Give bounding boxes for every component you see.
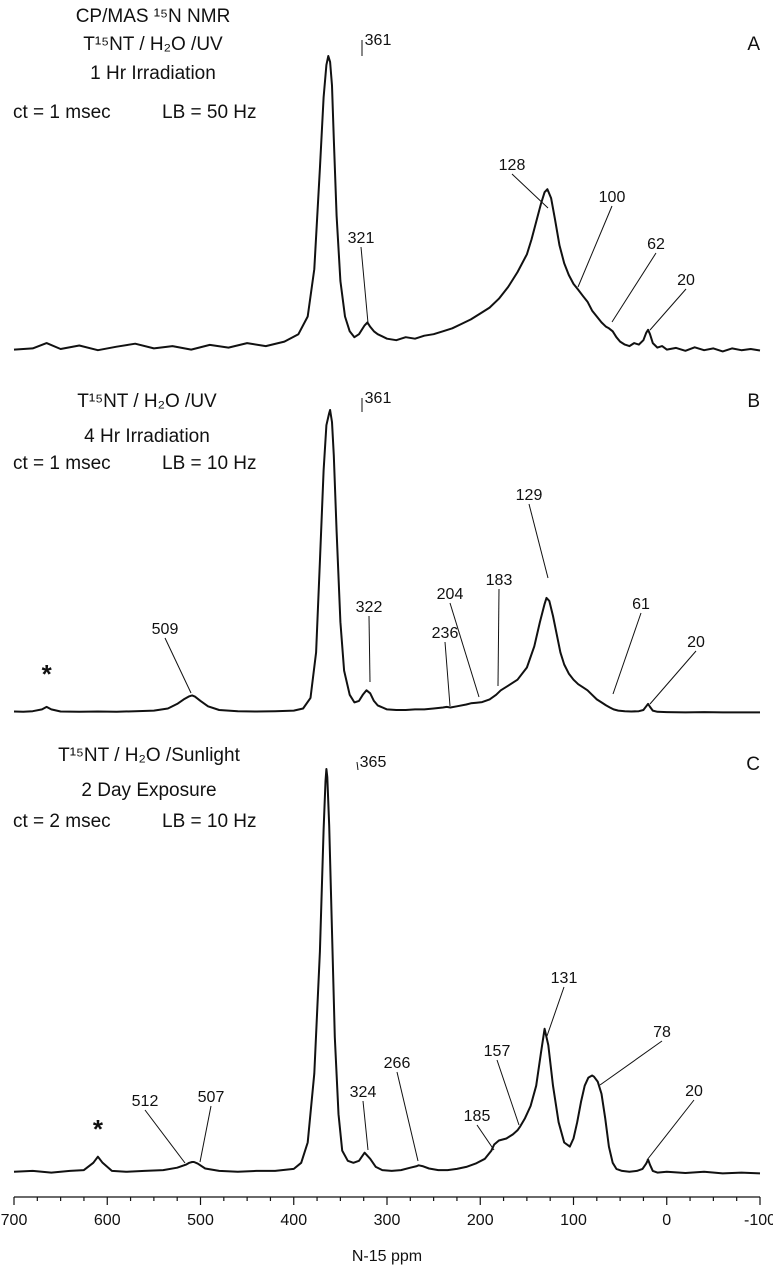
peak-label: 78	[653, 1024, 671, 1041]
x-tick-label: 400	[280, 1212, 307, 1229]
peak-label: 236	[432, 625, 459, 642]
peak-leader-line	[497, 588, 500, 687]
peak-leader-line	[599, 1040, 663, 1086]
peak-leader-line	[368, 615, 371, 683]
peak-leader-line	[611, 252, 657, 323]
spectrum-panel-b: T¹⁵NT / H₂O /UV 4 Hr Irradiation ct = 1 ms…	[13, 390, 760, 714]
x-tick-label: 0	[662, 1212, 671, 1229]
peak-label: 61	[632, 596, 650, 613]
x-tick-label: -100	[744, 1212, 773, 1229]
peak-leader-line	[577, 205, 613, 288]
panel-header-line: 4 Hr Irradiation	[84, 426, 210, 447]
spectrum-panel-c: T¹⁵NT / H₂O /Sunlight 2 Day Exposure ct = …	[13, 745, 761, 1175]
line-broadening: LB = 10 Hz	[162, 811, 257, 832]
peak-leader-line	[496, 1059, 520, 1126]
spectrum-trace-b	[13, 409, 760, 714]
peak-label: 183	[486, 572, 513, 589]
peak-leader-line	[356, 761, 359, 771]
x-tick-label: 300	[374, 1212, 401, 1229]
panel-letter: B	[747, 391, 760, 412]
peak-label: 128	[499, 157, 526, 174]
line-broadening: LB = 10 Hz	[162, 453, 257, 474]
sideband-asterisk: *	[93, 1114, 104, 1144]
peak-leader-line	[649, 650, 697, 705]
peak-leader-line	[444, 641, 451, 707]
peak-leader-line	[649, 288, 687, 331]
peak-leader-line	[546, 986, 565, 1037]
x-axis-label: N-15 ppm	[352, 1248, 422, 1265]
peak-label: 509	[152, 621, 179, 638]
acquisition-contact-time: ct = 2 msec	[13, 811, 111, 832]
peak-leader-line	[646, 1099, 695, 1161]
x-tick-label: 500	[187, 1212, 214, 1229]
acquisition-contact-time: ct = 1 msec	[13, 453, 111, 474]
panel-header-line: T¹⁵NT / H₂O /UV	[83, 34, 223, 55]
peak-leader-line	[449, 602, 480, 698]
spectrum-panel-a: CP/MAS ¹⁵N NMR T¹⁵NT / H₂O /UV 1 Hr Irradi…	[13, 6, 761, 353]
peak-leader-line	[360, 246, 369, 324]
peak-leader-line	[164, 637, 192, 694]
peak-leader-line	[144, 1109, 186, 1164]
panel-letter: A	[747, 34, 760, 55]
peak-label: 365	[360, 754, 387, 771]
peak-leader-line	[511, 173, 549, 209]
peak-leader-line	[612, 612, 642, 695]
peak-label: 20	[685, 1083, 703, 1100]
peak-label: 266	[384, 1055, 411, 1072]
peak-leader-line	[528, 503, 549, 579]
peak-label: 20	[687, 634, 705, 651]
peak-leader-line	[362, 1100, 369, 1151]
peak-label: 324	[350, 1084, 377, 1101]
spectrum-trace-c	[13, 768, 761, 1175]
peak-leader-line	[199, 1105, 212, 1163]
peak-label: 322	[356, 599, 383, 616]
x-tick-label: 700	[1, 1212, 28, 1229]
peak-label: 100	[599, 189, 626, 206]
x-tick-label: 100	[560, 1212, 587, 1229]
sideband-asterisk: *	[42, 659, 53, 689]
line-broadening: LB = 50 Hz	[162, 102, 257, 123]
panel-header-line: 1 Hr Irradiation	[90, 63, 216, 84]
peak-label: 62	[647, 236, 665, 253]
peak-label: 185	[464, 1108, 491, 1125]
acquisition-contact-time: ct = 1 msec	[13, 102, 111, 123]
panel-header-line: T¹⁵NT / H₂O /UV	[77, 391, 217, 412]
panel-header-line: CP/MAS ¹⁵N NMR	[76, 6, 231, 27]
peak-label: 204	[437, 586, 464, 603]
x-tick-label: 600	[94, 1212, 121, 1229]
panel-header-line: 2 Day Exposure	[81, 780, 216, 801]
peak-label: 321	[348, 230, 375, 247]
spectra-panels: CP/MAS ¹⁵N NMR T¹⁵NT / H₂O /UV 1 Hr Irradi…	[13, 6, 761, 1175]
peak-label: 129	[516, 487, 543, 504]
peak-leader-line	[396, 1071, 419, 1162]
panel-header-line: T¹⁵NT / H₂O /Sunlight	[58, 745, 240, 766]
peak-label: 507	[198, 1089, 225, 1106]
peak-label: 157	[484, 1043, 511, 1060]
panel-letter: C	[746, 754, 760, 775]
peak-label: 361	[365, 390, 392, 407]
peak-label: 512	[132, 1093, 159, 1110]
peak-label: 131	[551, 970, 578, 987]
x-tick-label: 200	[467, 1212, 494, 1229]
peak-leader-line	[476, 1124, 495, 1151]
spectrum-trace-a	[13, 55, 761, 353]
peak-label: 20	[677, 272, 695, 289]
peak-label: 361	[365, 32, 392, 49]
